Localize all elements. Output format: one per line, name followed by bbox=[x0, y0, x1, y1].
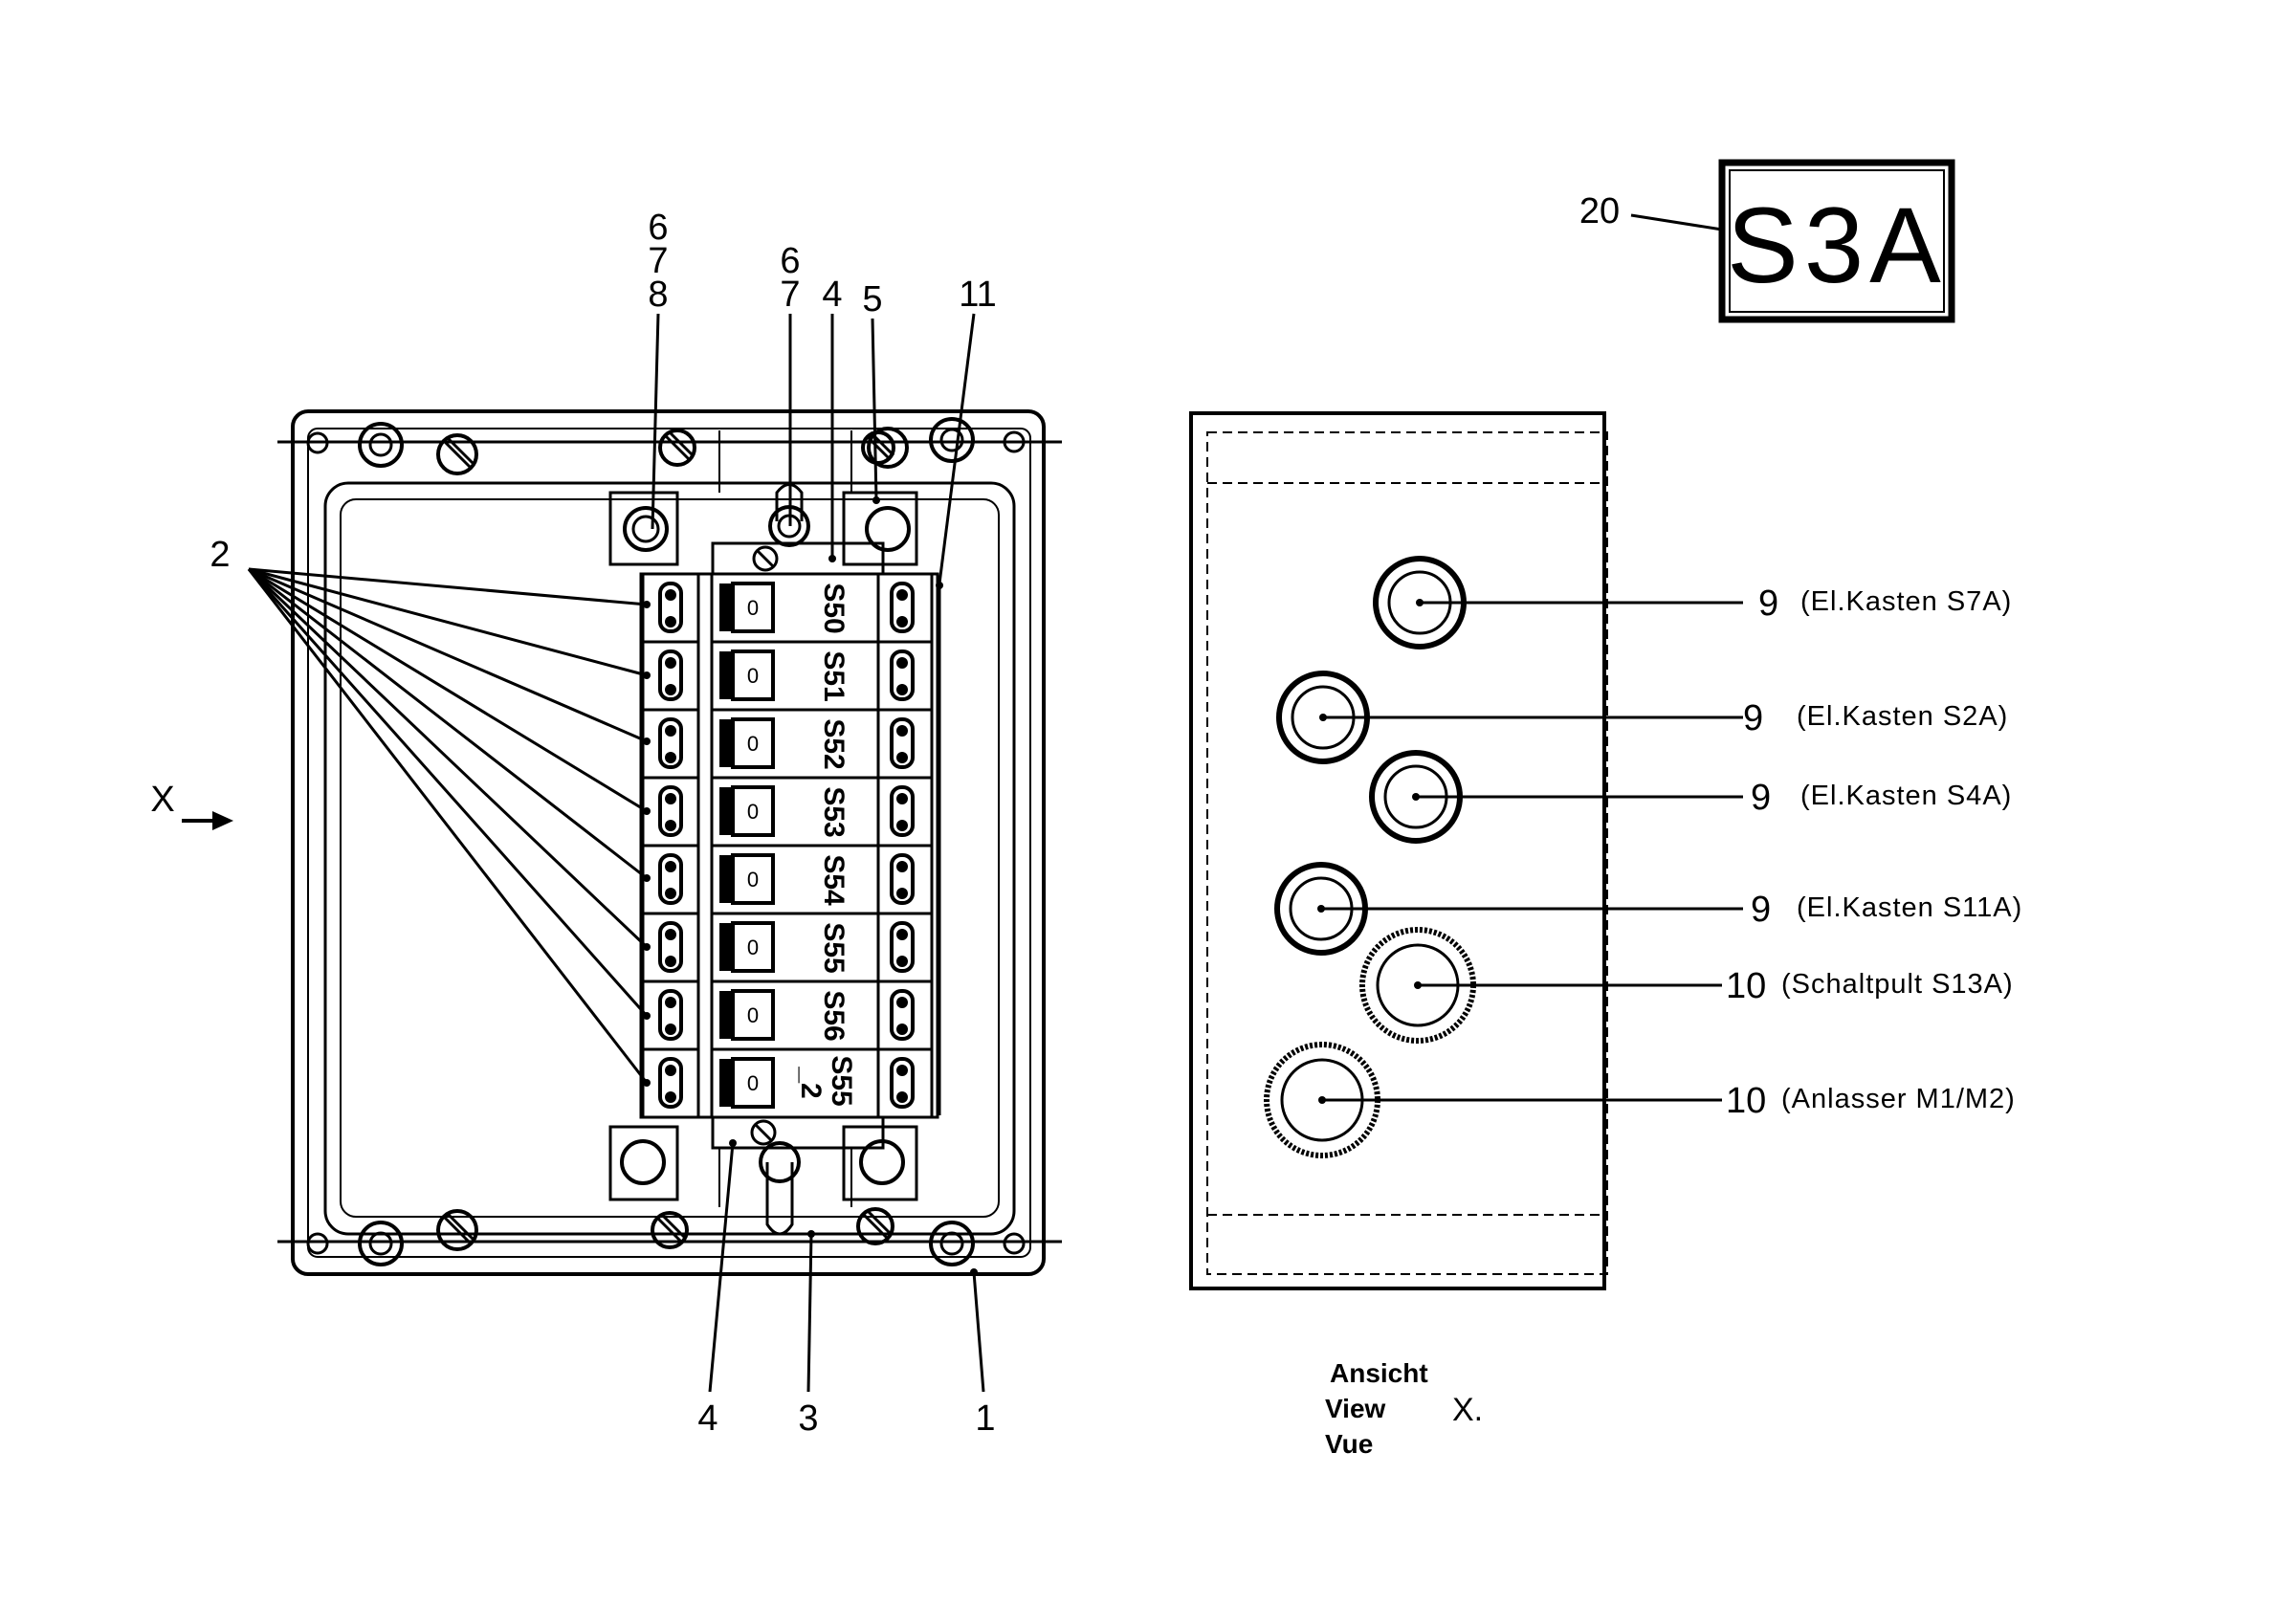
caption-line: View bbox=[1325, 1394, 1386, 1423]
callout-label: 7 bbox=[780, 275, 800, 315]
gland-desc: (El.Kasten S7A) bbox=[1800, 586, 2012, 617]
lid-screw bbox=[436, 433, 478, 475]
gland-callout: 10 bbox=[1726, 1081, 1766, 1121]
breaker-state: 0 bbox=[747, 800, 759, 824]
callout-678-left: 6 7 8 bbox=[648, 208, 669, 530]
callout-3: 3 bbox=[798, 1230, 819, 1439]
breaker-state: 0 bbox=[747, 732, 759, 756]
breaker-rows: 0 S50 0 S51 0 S52 bbox=[641, 572, 934, 1119]
cable-gland: 9 (El.Kasten S4A) bbox=[1369, 750, 2012, 844]
corner-bolt bbox=[929, 1221, 1026, 1266]
gland-callout: 9 bbox=[1758, 583, 1778, 624]
breaker-label-suffix: _2 bbox=[795, 1066, 827, 1098]
callout-5: 5 bbox=[862, 279, 883, 504]
gland-callout: 10 bbox=[1726, 966, 1766, 1006]
label-box-text: S3A bbox=[1727, 186, 1947, 305]
callout-2: 2 bbox=[210, 535, 651, 1087]
callout-label: 4 bbox=[822, 275, 842, 315]
breaker-row: 0 S55 _2 bbox=[641, 1047, 934, 1119]
cable-gland: 10 (Anlasser M1/M2) bbox=[1264, 1042, 2016, 1158]
corner-bolt bbox=[929, 417, 1026, 463]
corner-bolt bbox=[306, 1221, 404, 1266]
gland-callout: 9 bbox=[1743, 698, 1763, 738]
breaker-row: 0 S54 bbox=[641, 844, 934, 915]
breaker-label: S51 bbox=[818, 650, 850, 701]
callout-label: 1 bbox=[975, 1398, 995, 1439]
cable-gland: 9 (El.Kasten S11A) bbox=[1274, 862, 2022, 956]
breaker-row: 0 S52 bbox=[641, 708, 934, 780]
breaker-label: S56 bbox=[818, 990, 850, 1041]
breaker-state: 0 bbox=[747, 596, 759, 620]
callout-label: 2 bbox=[210, 535, 230, 575]
callout-label: 3 bbox=[798, 1398, 818, 1439]
callout-label: 6 bbox=[648, 208, 668, 248]
callout-4-top: 4 bbox=[822, 275, 843, 562]
breaker-label: S52 bbox=[818, 718, 850, 769]
breaker-state: 0 bbox=[747, 868, 759, 892]
breaker-state: 0 bbox=[747, 1071, 759, 1095]
callout-label: 8 bbox=[648, 275, 668, 315]
breaker-label: S50 bbox=[818, 583, 850, 633]
callout-label: 11 bbox=[959, 275, 996, 315]
label-box-callout: 20 bbox=[1579, 191, 1620, 231]
gland-desc: (Schaltpult S13A) bbox=[1781, 969, 2014, 1000]
caption-line: Ansicht bbox=[1330, 1358, 1428, 1388]
breaker-row: 0 S50 bbox=[641, 572, 934, 644]
caption-line: Vue bbox=[1325, 1429, 1373, 1459]
lid-screw bbox=[436, 1209, 478, 1251]
gland-desc: (El.Kasten S11A) bbox=[1797, 892, 2022, 923]
breaker-label: S54 bbox=[818, 854, 850, 906]
view-arrow-label: X bbox=[150, 780, 174, 820]
breaker-label: S53 bbox=[818, 786, 850, 837]
caption-x: X. bbox=[1452, 1392, 1483, 1428]
cable-gland: 10 (Schaltpult S13A) bbox=[1359, 927, 2014, 1044]
gland-callout: 9 bbox=[1751, 778, 1771, 818]
corner-bolt bbox=[306, 422, 404, 468]
callout-label: 4 bbox=[697, 1398, 718, 1439]
gland-desc: (Anlasser M1/M2) bbox=[1781, 1084, 2016, 1114]
breaker-state: 0 bbox=[747, 664, 759, 688]
breaker-row: 0 S55 bbox=[641, 912, 934, 983]
side-view: 9 (El.Kasten S7A) 9 (El.Kasten S2A) 9 (E… bbox=[1189, 411, 2022, 1290]
view-caption: Ansicht View Vue X. bbox=[1325, 1358, 1483, 1459]
view-arrow: X bbox=[150, 780, 233, 830]
gland-callout: 9 bbox=[1751, 890, 1771, 930]
callout-67-mid: 6 7 bbox=[780, 241, 801, 526]
callout-label: 6 bbox=[780, 241, 800, 281]
callout-11: 11 bbox=[936, 275, 997, 589]
cable-gland: 9 (El.Kasten S7A) bbox=[1373, 556, 2012, 649]
gland-desc: (El.Kasten S2A) bbox=[1797, 701, 2008, 732]
callout-4-bottom: 4 bbox=[697, 1139, 737, 1439]
breaker-state: 0 bbox=[747, 1003, 759, 1027]
breaker-label: S55 bbox=[818, 922, 850, 973]
breaker-row: 0 S56 bbox=[641, 980, 934, 1051]
breaker-row: 0 S51 bbox=[641, 640, 934, 712]
cable-gland: 9 (El.Kasten S2A) bbox=[1276, 671, 2008, 764]
front-enclosure bbox=[277, 409, 1062, 1276]
breaker-label: S55 bbox=[826, 1055, 857, 1106]
callout-1: 1 bbox=[970, 1268, 996, 1439]
label-box: S3A 20 bbox=[1579, 159, 1955, 323]
callout-label: 5 bbox=[862, 279, 882, 319]
breaker-row: 0 S53 bbox=[641, 776, 934, 848]
mounting-plate-top bbox=[608, 427, 918, 566]
callout-label: 7 bbox=[648, 241, 668, 281]
breaker-state: 0 bbox=[747, 936, 759, 959]
gland-desc: (El.Kasten S4A) bbox=[1800, 781, 2012, 811]
